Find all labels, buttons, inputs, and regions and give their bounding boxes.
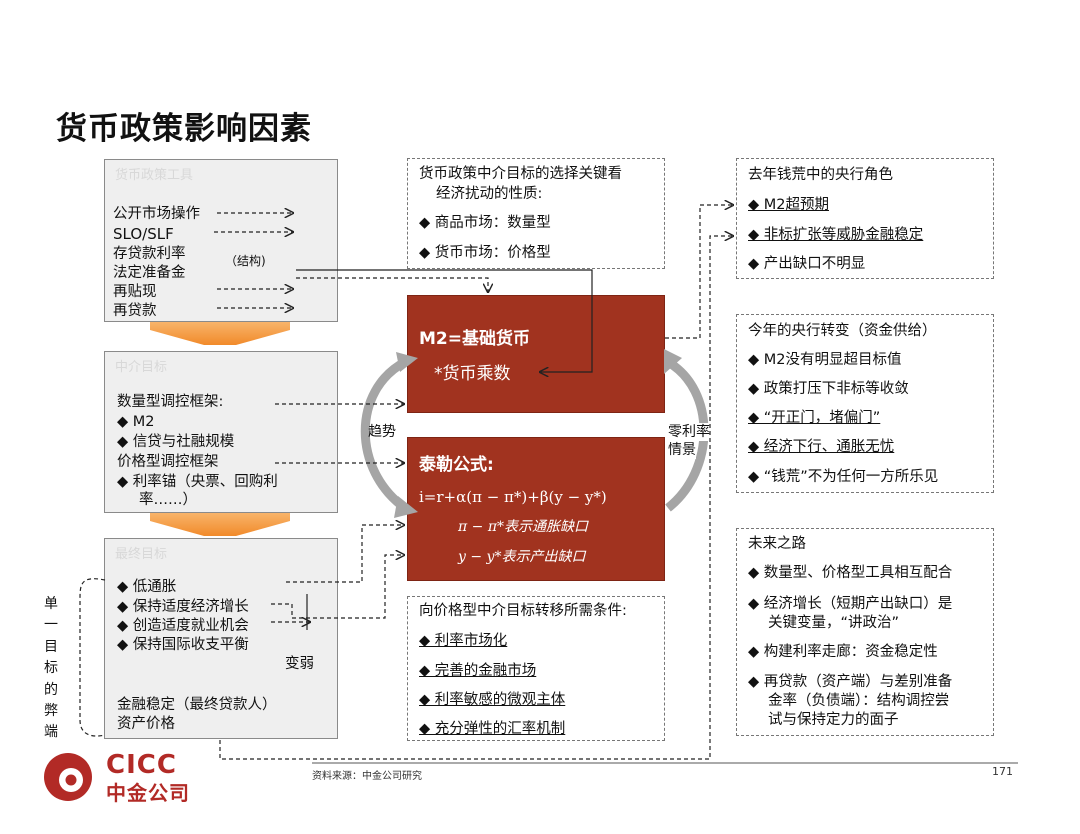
price-target-conditions-box: 向价格型中介目标转移所需条件: ◆ 利率市场化 ◆ 完善的金融市场 ◆ 利率敏感… xyxy=(407,596,665,741)
box-header: 货币政策工具 xyxy=(115,168,194,183)
source-note: 资料来源：中金公司研究 xyxy=(312,771,422,782)
condition-item: ◆ 完善的金融市场 xyxy=(419,663,537,679)
box-item: ◆ 构建利率走廊：资金稳定性 xyxy=(748,644,938,660)
structure-note: （结构) xyxy=(225,254,266,268)
condition-item: ◆ 充分弹性的汇率机制 xyxy=(419,721,566,737)
target-line: 金融稳定（最终贷款人） xyxy=(117,697,277,713)
box-line: 经济扰动的性质: xyxy=(436,186,543,202)
box-item: 试与保持定力的面子 xyxy=(768,712,899,728)
condition-item: ◆ 利率敏感的微观主体 xyxy=(419,692,566,708)
box-item: ◆ 经济增长（短期产出缺口）是 xyxy=(748,596,953,612)
tool-item: 公开市场操作 xyxy=(113,206,200,222)
tool-to-m2-connector xyxy=(296,277,488,292)
future-path-box: 未来之路 ◆ 数量型、价格型工具相互配合 ◆ 经济增长（短期产出缺口）是 关键变… xyxy=(736,528,994,736)
inflation-gap-note: π − π*表示通胀缺口 xyxy=(458,519,589,535)
box-item: ◆ 经济下行、通胀无忧 xyxy=(748,439,895,455)
trend-arrowhead xyxy=(394,496,418,518)
final-target-box: 最终目标 ◆ 低通胀 ◆ 保持适度经济增长 ◆ 创造适度就业机会 ◆ 保持国际收… xyxy=(104,538,338,739)
tool-item: 再贷款 xyxy=(113,303,157,319)
tool-item: 再贴现 xyxy=(113,284,157,300)
box-header: 中介目标 xyxy=(115,360,168,375)
box-item: ◆ 政策打压下非标等收敛 xyxy=(748,381,909,397)
m2-formula: M2=基础货币 xyxy=(419,329,530,349)
logo-english: CICC xyxy=(106,750,177,780)
box-line: 货币政策中介目标的选择关键看 xyxy=(419,166,622,182)
framework-line: 率……） xyxy=(139,492,197,508)
target-line: ◆ 创造适度就业机会 xyxy=(117,618,249,634)
box-item: ◆ 产出缺口不明显 xyxy=(748,256,866,272)
page-title: 货币政策影响因素 xyxy=(56,111,312,147)
target-line: ◆ 保持国际收支平衡 xyxy=(117,637,249,653)
taylor-title: 泰勒公式: xyxy=(419,455,494,475)
intermediate-target-box: 中介目标 数量型调控框架: ◆ M2 ◆ 信贷与社融规模 价格型调控框架 ◆ 利… xyxy=(104,351,338,513)
page-number: 171 xyxy=(992,765,1013,778)
single-target-bracket xyxy=(79,578,106,737)
this-year-shift-box: 今年的央行转变（资金供给） ◆ M2没有明显超目标值 ◆ 政策打压下非标等收敛 … xyxy=(736,314,994,493)
box-item: ◆ 非标扩张等威胁金融稳定 xyxy=(748,227,924,243)
box-item: ◆ M2超预期 xyxy=(748,197,829,213)
last-year-central-bank-box: 去年钱荒中的央行角色 ◆ M2超预期 ◆ 非标扩张等威胁金融稳定 ◆ 产出缺口不… xyxy=(736,158,994,279)
inflation-connector xyxy=(286,525,404,583)
target-line: ◆ 低通胀 xyxy=(117,579,177,595)
target-line: ◆ 保持适度经济增长 xyxy=(117,599,249,615)
taylor-rule-box: 泰勒公式: i=r+α(π − π*)+β(y − y*) π − π*表示通胀… xyxy=(407,437,665,581)
box-line: ◆ 商品市场：数量型 xyxy=(419,215,551,231)
trend-label: 趋势 xyxy=(368,424,396,440)
box-item: ◆ 数量型、价格型工具相互配合 xyxy=(748,565,953,581)
box-item: ◆ M2没有明显超目标值 xyxy=(748,352,902,368)
box-title: 今年的央行转变（资金供给） xyxy=(748,323,937,339)
orange-arrow-1 xyxy=(150,322,290,345)
conditions-title: 向价格型中介目标转移所需条件: xyxy=(419,603,627,619)
box-title: 去年钱荒中的央行角色 xyxy=(748,167,893,183)
cicc-logo-mark xyxy=(40,747,100,807)
taylor-formula: i=r+α(π − π*)+β(y − y*) xyxy=(419,488,607,506)
box-item: 金率（负债端）：结构调控尝 xyxy=(768,693,950,709)
single-target-drawback-label: 单 一 目 标 的 弊 端 xyxy=(44,596,58,741)
multiplier-connector xyxy=(296,269,593,372)
disturbance-nature-box: 货币政策中介目标的选择关键看 经济扰动的性质: ◆ 商品市场：数量型 ◆ 货币市… xyxy=(407,158,665,269)
m2-formula-box: M2=基础货币 *货币乘数 xyxy=(407,295,665,413)
box-header: 最终目标 xyxy=(115,547,168,562)
orange-arrow-2 xyxy=(150,513,290,536)
cicc-logo-icon xyxy=(44,749,92,801)
framework-line: ◆ 利率锚（央票、回购利 xyxy=(117,474,278,490)
box-item: 关键变量，“讲政治” xyxy=(768,615,900,631)
logo-chinese: 中金公司 xyxy=(106,781,190,805)
tool-item: 存贷款利率 xyxy=(113,246,186,262)
box-item: ◆ “钱荒”不为任何一方所乐见 xyxy=(748,469,939,485)
zero-rate-label: 情景 xyxy=(668,441,696,459)
trend-curve-arrow xyxy=(360,358,408,512)
policy-tools-box: 货币政策工具 公开市场操作 SLO/SLF 存贷款利率 法定准备金 再贴现 再贷… xyxy=(104,159,338,322)
zero-rate-label: 零利率 xyxy=(668,423,710,441)
m2-surprise-connector xyxy=(665,205,733,339)
trend-arrowhead-top xyxy=(396,352,418,372)
output-gap-note: y − y*表示产出缺口 xyxy=(458,549,586,565)
framework-line: 价格型调控框架 xyxy=(117,454,219,470)
asset-price-connector xyxy=(219,236,733,760)
box-title: 未来之路 xyxy=(748,536,806,552)
zero-rate-arrowhead xyxy=(664,349,682,374)
tool-item: SLO/SLF xyxy=(113,225,174,243)
box-line: ◆ 货币市场：价格型 xyxy=(419,245,551,261)
box-item: ◆ “开正门，堵偏门” xyxy=(748,410,881,426)
box-item: ◆ 再贷款（资产端）与差别准备 xyxy=(748,674,953,690)
framework-line: 数量型调控框架: xyxy=(117,394,224,410)
tool-item: 法定准备金 xyxy=(113,265,186,281)
growth-connector xyxy=(271,555,404,619)
framework-line: ◆ 信贷与社融规模 xyxy=(117,434,235,450)
condition-item: ◆ 利率市场化 xyxy=(419,633,508,649)
target-line: 资产价格 xyxy=(117,716,175,732)
framework-line: ◆ M2 xyxy=(117,414,155,430)
money-multiplier: *货币乘数 xyxy=(434,364,511,384)
weakening-label: 变弱 xyxy=(285,656,314,672)
